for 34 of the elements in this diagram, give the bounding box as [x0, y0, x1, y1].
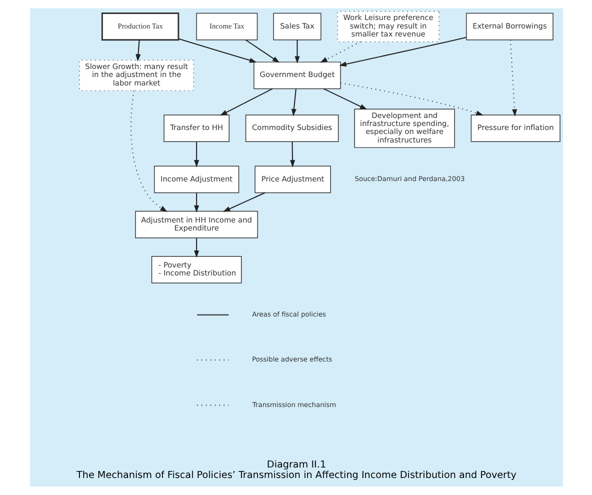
diagram-title: Diagram II.1: [266, 460, 326, 471]
arrow: [219, 88, 272, 116]
node-box: Transfer to HH: [163, 114, 229, 142]
node-box: External Borrowings: [466, 12, 553, 40]
arrow: [509, 40, 517, 117]
arrow: [135, 40, 140, 62]
node-box: Adjustment in HH Income and Expenditure: [134, 210, 258, 238]
arrow: [322, 88, 367, 110]
node-box: Commodity Subsidies: [244, 114, 338, 142]
node-box: Slower Growth: many result in the adjustment in the labor market: [78, 60, 194, 91]
node-box: Pressure for inflation: [470, 114, 560, 142]
arrow: [289, 142, 295, 168]
arrow: [290, 88, 296, 116]
node-box: Sales Tax: [272, 12, 321, 40]
arrow: [320, 41, 360, 63]
arrow: [130, 90, 167, 212]
node-box: Price Adjustment: [254, 166, 330, 194]
arrow: [194, 142, 199, 168]
arrow: [294, 40, 300, 64]
node-box: - Poverty - Income Distribution: [150, 256, 242, 284]
node-box: Development and infrastructure spending, especially on welfare infrastructures: [354, 108, 454, 148]
arrow: [338, 36, 466, 67]
node-box: Work Leisure preference switch; may result in smaller tax revenue: [336, 10, 439, 42]
node-box: Income Adjustment: [154, 166, 239, 194]
node-box: Production Tax: [100, 12, 179, 41]
arrow: [340, 82, 483, 116]
node-box: Government Budget: [253, 62, 340, 90]
arrow: [194, 238, 199, 258]
arrow: [244, 40, 280, 63]
node-box: Income Tax: [196, 12, 258, 40]
arrow: [194, 192, 199, 213]
arrow: [222, 192, 265, 212]
caption: The Mechanism of Fiscal Policies’ Transmission in Affecting Income Distribution and Poverty: [76, 470, 516, 482]
arrow: [178, 38, 256, 63]
